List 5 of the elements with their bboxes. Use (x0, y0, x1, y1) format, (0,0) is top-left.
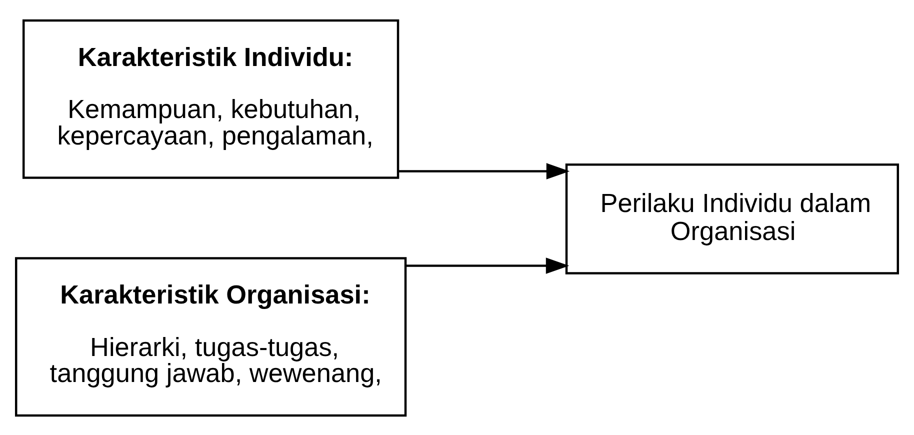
arrow (398, 162, 570, 179)
node-box: Karakteristik Organisasi: Hierarki, tugas-tugas, tanggung jawab, wewenang, (14, 256, 407, 416)
node-box: Perilaku Individu dalam Organisasi (565, 163, 900, 274)
node-box: Karakteristik Individu: Kemampuan, kebutuhan, kepercayaan, pengalaman, (22, 18, 400, 178)
arrow (406, 257, 570, 274)
